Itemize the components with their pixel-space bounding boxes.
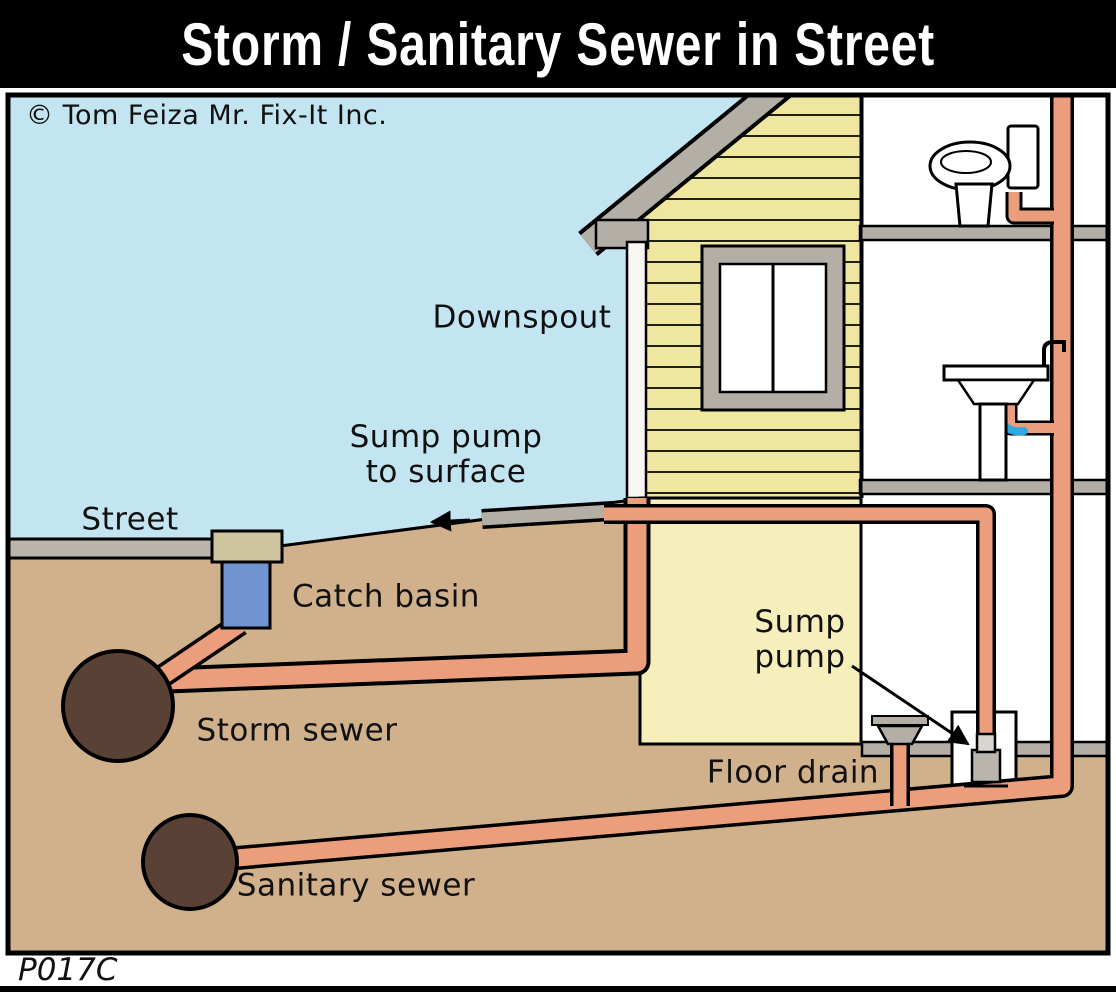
downspout-pipe [625,240,648,500]
street-surface [10,537,214,560]
sump-pump-unit [964,732,1008,788]
label-street: Street [81,501,179,538]
page-title: Storm / Sanitary Sewer in Street [181,10,935,78]
copyright-credit: © Tom Feiza Mr. Fix-It Inc. [26,100,388,131]
faucet [1042,340,1066,366]
catch-basin-box [220,560,272,630]
sink-pedestal [978,402,1008,482]
sanitary-sewer-main [141,813,239,911]
curb-inlet [210,529,284,564]
sump-pump-pointer-line [851,664,970,746]
toilet-fixture [928,124,1040,228]
label-sump-pump-to-surface: Sump pump to surface [349,418,543,490]
storm-sewer-main [61,649,175,763]
label-floor-drain: Floor drain [706,754,880,791]
figure-code: P017C [18,952,118,988]
label-sanitary-sewer: Sanitary sewer [236,867,476,904]
diagram-frame [5,92,1111,956]
piping [153,97,1074,870]
label-sump-pump: Sump pump [754,603,846,675]
bottom-border [0,986,1116,992]
label-catch-basin: Catch basin [292,578,480,615]
label-storm-sewer: Storm sewer [196,712,398,749]
sink-fixture [942,340,1066,482]
discharge-direction-arrow [429,510,471,532]
title-bar: Storm / Sanitary Sewer in Street [0,0,1116,88]
label-downspout: Downspout [432,299,612,336]
floor-drain-fixture [871,715,929,746]
window [700,244,846,412]
